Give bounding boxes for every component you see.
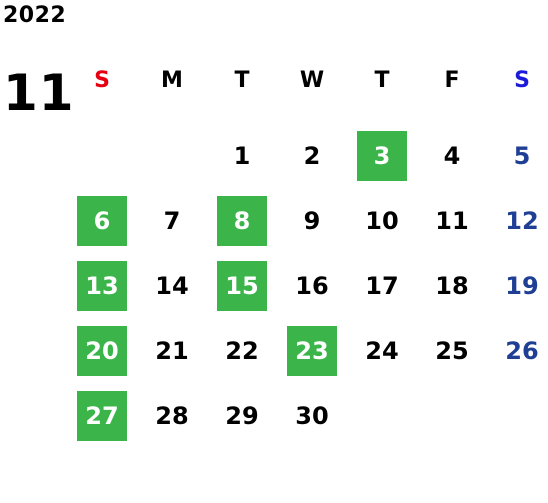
weekday-label: F	[444, 68, 460, 93]
calendar-cell: 8	[207, 188, 277, 253]
holiday-day: 15	[217, 260, 267, 311]
calendar-cell: 29	[207, 383, 277, 448]
weekday-label: S	[94, 68, 110, 93]
calendar-cell: 20	[67, 318, 137, 383]
calendar-cell: 15	[207, 253, 277, 318]
holiday-day: 23	[287, 325, 337, 376]
calendar-week-row: 27 28 29 30	[67, 383, 548, 448]
calendar-cell	[137, 123, 207, 188]
holiday-day: 13	[77, 260, 127, 311]
calendar-month: 11	[3, 64, 75, 122]
calendar-day: 24	[365, 336, 399, 365]
calendar-cell	[347, 383, 417, 448]
weekday-header-cell: T	[347, 57, 417, 105]
weekday-header-cell: F	[417, 57, 487, 105]
calendar-day: 22	[225, 336, 259, 365]
weekday-label: M	[161, 68, 183, 93]
calendar-cell: 11	[417, 188, 487, 253]
calendar-cell	[417, 383, 487, 448]
calendar-cell: 7	[137, 188, 207, 253]
calendar-cell: 21	[137, 318, 207, 383]
calendar-cell: 5	[487, 123, 548, 188]
calendar-day: 25	[435, 336, 469, 365]
weekday-label: S	[514, 68, 530, 93]
calendar-cell: 3	[347, 123, 417, 188]
calendar-cell: 14	[137, 253, 207, 318]
calendar-cell: 6	[67, 188, 137, 253]
holiday-day: 27	[77, 390, 127, 441]
calendar-day: 2	[303, 141, 321, 170]
calendar-cell: 26	[487, 318, 548, 383]
calendar-day: 14	[155, 271, 189, 300]
weekday-label: T	[374, 68, 390, 93]
calendar-day: 12	[505, 206, 539, 235]
calendar-cell: 28	[137, 383, 207, 448]
calendar-cell: 17	[347, 253, 417, 318]
calendar-cell: 18	[417, 253, 487, 318]
calendar-day: 19	[505, 271, 539, 300]
holiday-day: 8	[217, 195, 267, 246]
calendar-day: 4	[443, 141, 461, 170]
weekday-header-cell: T	[207, 57, 277, 105]
calendar-cell: 30	[277, 383, 347, 448]
calendar-cell: 4	[417, 123, 487, 188]
calendar-cell: 16	[277, 253, 347, 318]
calendar-week-row: 6 7 8 9 10 11 12	[67, 188, 548, 253]
calendar-cell: 13	[67, 253, 137, 318]
calendar-day: 29	[225, 401, 259, 430]
calendar-cell: 12	[487, 188, 548, 253]
weekday-label: W	[299, 68, 325, 93]
weekday-header-cell: M	[137, 57, 207, 105]
weekday-header-cell: S	[67, 57, 137, 105]
calendar-cell	[67, 123, 137, 188]
calendar-day: 16	[295, 271, 329, 300]
calendar-cell	[487, 383, 548, 448]
calendar-cell: 19	[487, 253, 548, 318]
calendar-cell: 22	[207, 318, 277, 383]
calendar-week-row: 1 2 3 4 5	[67, 123, 548, 188]
calendar-day: 9	[303, 206, 321, 235]
calendar-day: 5	[513, 141, 531, 170]
calendar-day: 30	[295, 401, 329, 430]
calendar-cell: 10	[347, 188, 417, 253]
calendar-day: 18	[435, 271, 469, 300]
holiday-day: 6	[77, 195, 127, 246]
calendar-day: 11	[435, 206, 469, 235]
calendar-year: 2022	[3, 3, 67, 28]
calendar-day: 17	[365, 271, 399, 300]
calendar-day: 26	[505, 336, 539, 365]
calendar-cell: 23	[277, 318, 347, 383]
calendar-day: 21	[155, 336, 189, 365]
calendar-cell: 9	[277, 188, 347, 253]
calendar-week-row: 20 21 22 23 24 25 26	[67, 318, 548, 383]
calendar-cell: 25	[417, 318, 487, 383]
calendar-week-row: 13 14 15 16 17 18 19	[67, 253, 548, 318]
calendar-day: 28	[155, 401, 189, 430]
calendar-cell: 24	[347, 318, 417, 383]
weekday-label: T	[234, 68, 250, 93]
calendar-cell: 2	[277, 123, 347, 188]
calendar-day: 10	[365, 206, 399, 235]
calendar-cell: 27	[67, 383, 137, 448]
holiday-day: 20	[77, 325, 127, 376]
weekday-header-cell: S	[487, 57, 548, 105]
calendar-day: 7	[163, 206, 181, 235]
weekday-header-cell: W	[277, 57, 347, 105]
holiday-day: 3	[357, 130, 407, 181]
calendar-cell: 1	[207, 123, 277, 188]
calendar-day: 1	[233, 141, 251, 170]
